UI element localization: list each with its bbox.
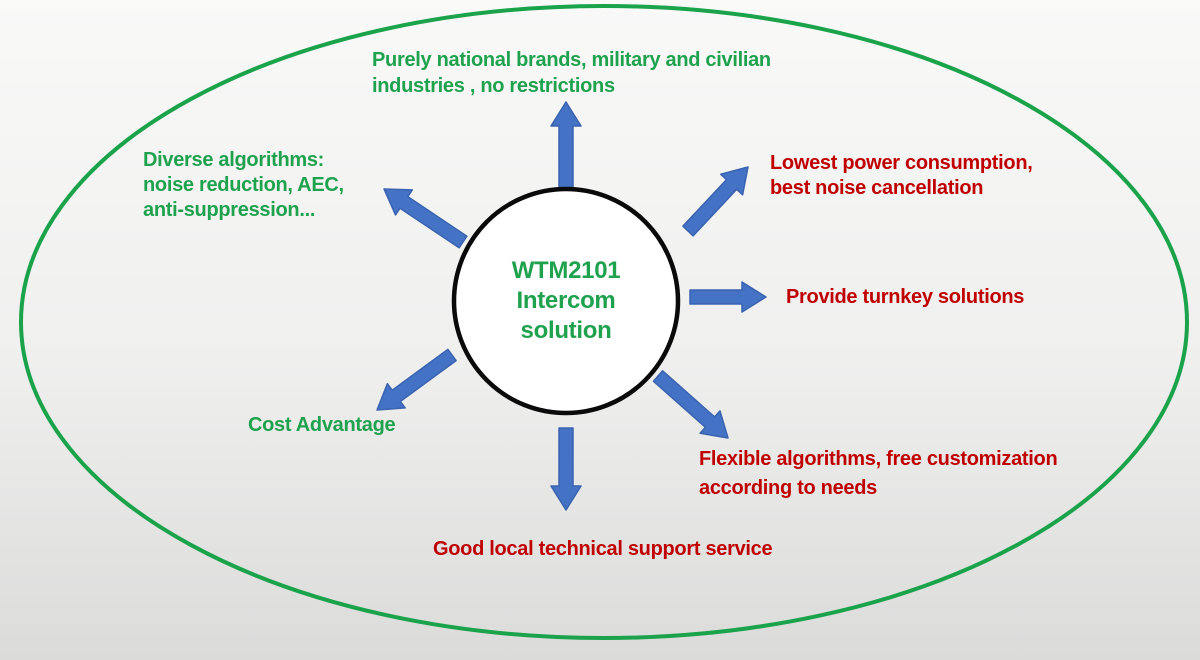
arrow-lower-right-icon <box>652 370 729 439</box>
node-label-top: Purely national brands, military and civ… <box>372 49 771 97</box>
node-label-upper-left: Diverse algorithms: noise reduction, AEC… <box>143 149 344 221</box>
arrow-bottom-icon <box>550 427 582 511</box>
arrow-top-icon <box>550 101 582 197</box>
node-label-lower-right: Flexible algorithms, free customization … <box>699 448 1058 499</box>
arrow-lower-left-icon <box>376 348 457 411</box>
node-label-upper-right: Lowest power consumption, best noise can… <box>770 152 1033 199</box>
arrow-right-icon <box>689 281 767 313</box>
arrow-upper-left-icon <box>383 188 468 249</box>
center-node-label: WTM2101 Intercom solution <box>511 257 621 344</box>
outer-ellipse <box>19 4 1189 640</box>
arrow-upper-right-icon <box>682 166 749 237</box>
center-circle <box>451 186 681 416</box>
node-label-lower-left: Cost Advantage <box>248 414 396 436</box>
node-label-bottom: Good local technical support service <box>433 538 773 560</box>
node-label-right: Provide turnkey solutions <box>786 286 1025 308</box>
